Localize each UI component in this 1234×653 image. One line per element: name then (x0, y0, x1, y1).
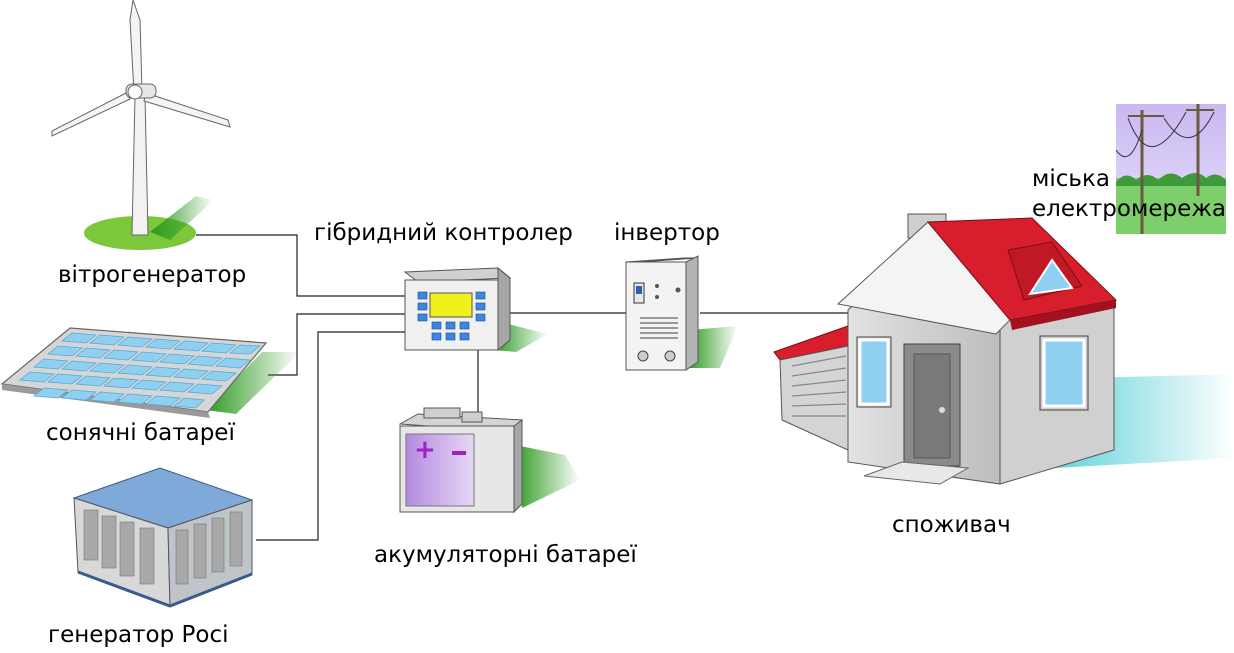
battery-icon: + (398, 407, 580, 514)
wire-solar (268, 313, 405, 376)
wires (196, 234, 850, 541)
wind-turbine-icon (51, 0, 231, 250)
wire-wind (196, 234, 405, 297)
generator-container-icon (72, 467, 254, 608)
label-hybrid-controller: гібридний контролер (314, 220, 573, 246)
wire-generator (256, 331, 405, 541)
label-solar-panels: сонячні батареї (46, 420, 235, 446)
solar-panel-icon (0, 327, 300, 418)
city-grid-icon (1115, 104, 1226, 234)
svg-text:+: + (414, 435, 436, 465)
label-wind-generator: вітрогенератор (58, 262, 247, 288)
hybrid-controller-icon (403, 266, 548, 352)
inverter-icon (625, 255, 738, 371)
label-batteries: акумуляторні батареї (374, 542, 637, 568)
label-city-grid-line2: електромережа (1032, 196, 1227, 222)
label-city-grid-line1: міська (1032, 166, 1110, 192)
house-icon (773, 213, 1234, 485)
label-consumer: споживач (892, 512, 1011, 538)
label-inverter: інвертор (614, 220, 720, 246)
label-rossi-generator: генератор Росі (48, 622, 229, 648)
